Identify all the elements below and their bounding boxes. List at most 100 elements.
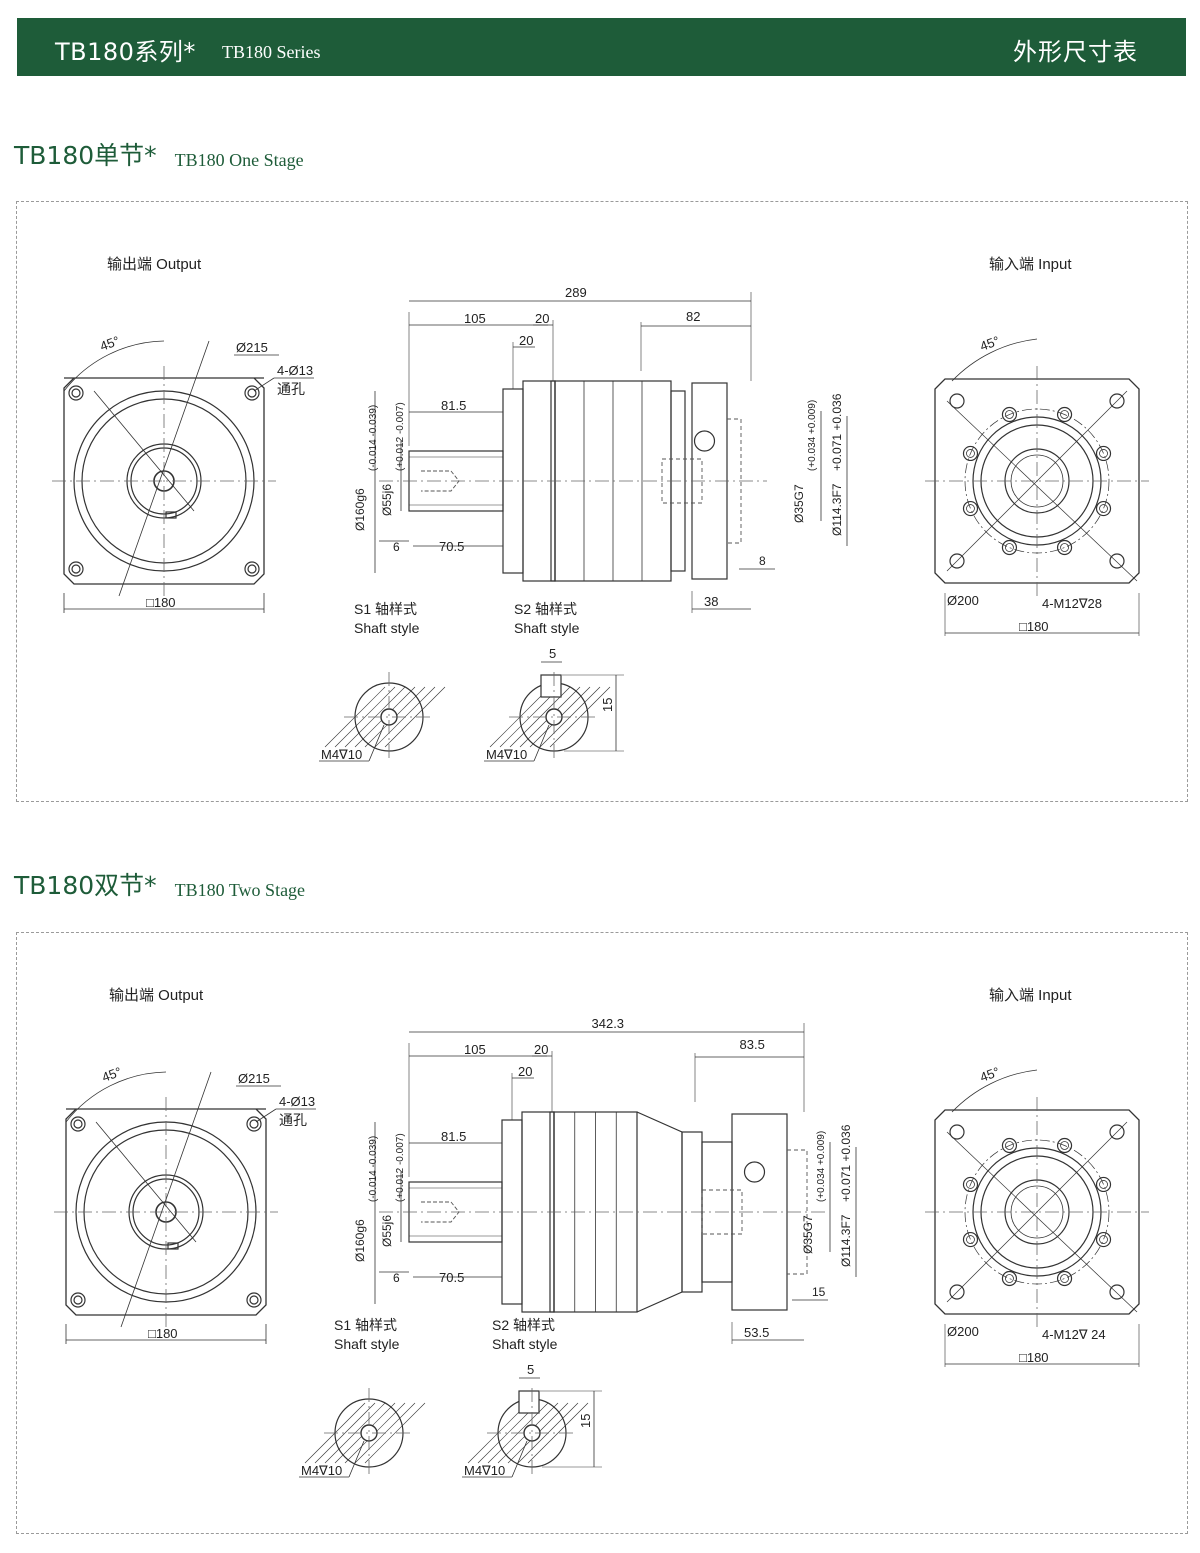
line: [255, 1108, 277, 1123]
tapped-hole: [1001, 539, 1018, 556]
dim-8: 15: [812, 1285, 826, 1299]
dim-105: 105: [464, 311, 486, 326]
line: [253, 377, 275, 392]
input-flange-square: [934, 1109, 1140, 1315]
line: [348, 1440, 365, 1478]
line: [334, 686, 396, 748]
tapped-hole-inner: [1099, 449, 1108, 458]
s2-title: S2 轴样式: [492, 1317, 555, 1333]
s2-key-height: 15: [600, 698, 615, 712]
outline-rect: [165, 511, 177, 519]
line: [364, 1402, 426, 1464]
angle-label: 45°: [100, 1064, 124, 1085]
dim-38: 53.5: [744, 1325, 769, 1340]
thread-label: 4-M12∇28: [1042, 596, 1102, 611]
input-end-label: 输入端 Input: [989, 256, 1072, 273]
mount-hole: [70, 1116, 86, 1132]
tapped-hole: [1095, 1231, 1112, 1248]
s2-tap-label: M4∇10: [486, 747, 527, 762]
tapped-hole-inner: [1005, 1274, 1014, 1283]
pcd-label: Ø215: [238, 1071, 270, 1086]
outline-rect: [167, 1242, 179, 1250]
mount-hole-inner: [249, 1295, 259, 1305]
dim-81-5: 81.5: [441, 398, 466, 413]
angle-arc: [951, 1069, 1038, 1113]
corner-hole: [949, 393, 965, 409]
mount-hole: [244, 561, 260, 577]
dim-dia55: Ø55j6: [380, 1215, 394, 1247]
corner-hole: [1109, 1124, 1125, 1140]
tapped-hole: [1095, 445, 1112, 462]
header-bar: TB180系列* TB180 Series 外形尺寸表: [17, 18, 1186, 76]
line: [314, 1402, 376, 1464]
mount-hole-inner: [73, 1295, 83, 1305]
dim-20a: 20: [534, 1042, 548, 1057]
s1-tap-label: M4∇10: [301, 1463, 342, 1478]
line: [549, 686, 611, 748]
s2-tap-label: M4∇10: [464, 1463, 505, 1478]
holes-label: 4-Ø13: [277, 363, 313, 378]
tapped-hole: [1056, 539, 1073, 556]
dim-dia35-tol: (+0.034 +0.009): [807, 400, 818, 471]
dim-dia35: Ø35G7: [801, 1215, 815, 1254]
mount-hole-inner: [73, 1119, 83, 1129]
tapped-hole: [1056, 406, 1073, 423]
output-end-label: 输出端 Output: [109, 987, 204, 1004]
line: [95, 1121, 197, 1243]
line: [384, 686, 446, 748]
section-title-en: TB180 One Stage: [174, 150, 304, 170]
mount-hole-inner: [71, 388, 81, 398]
tapped-hole-inner: [1005, 543, 1014, 552]
dim-6: 6: [393, 540, 400, 554]
tapped-hole-inner: [1099, 504, 1108, 513]
dim-dia55-tol: (+0.012 -0.007): [395, 1133, 406, 1202]
holes-label: 4-Ø13: [279, 1094, 315, 1109]
dim-dia160-tol: (-0.014 -0.039): [368, 1136, 379, 1202]
mount-hole-inner: [71, 564, 81, 574]
line: [511, 1440, 528, 1478]
dim-dia35-tol: (+0.034 +0.009): [816, 1131, 827, 1202]
tapped-hole: [1001, 1137, 1018, 1154]
angle-label: 45°: [978, 333, 1002, 354]
tapped-hole: [962, 500, 979, 517]
tapped-hole-inner: [966, 449, 975, 458]
tapped-hole: [1056, 1270, 1073, 1287]
dim-dia55-tol: (+0.012 -0.007): [395, 402, 406, 471]
angle-arc: [951, 338, 1038, 382]
mount-hole: [68, 385, 84, 401]
dim-dia114-tol: +0.071 +0.036: [830, 393, 844, 471]
line: [118, 340, 210, 597]
motor-pilot-hidden: [787, 1149, 808, 1275]
s2-subtitle: Shaft style: [492, 1336, 558, 1352]
line: [527, 1402, 589, 1464]
tapped-hole-inner: [1060, 410, 1069, 419]
thread-label: 4-M12∇ 24: [1042, 1327, 1106, 1342]
s2-key-height: 15: [578, 1414, 593, 1428]
corner-hole: [949, 1124, 965, 1140]
line: [120, 1071, 212, 1328]
tapped-hole: [962, 1231, 979, 1248]
square-input-label: □180: [1019, 1350, 1049, 1365]
section-title-cn: TB180单节*: [14, 141, 157, 170]
dim-81-5: 81.5: [441, 1129, 466, 1144]
tapped-hole-inner: [1060, 543, 1069, 552]
angle-label: 45°: [98, 333, 122, 354]
dim-20b: 20: [519, 333, 533, 348]
tapped-hole-inner: [966, 504, 975, 513]
section-title-two-stage: TB180双节*TB180 Two Stage: [14, 866, 305, 902]
pcd-input-label: Ø200: [947, 1324, 979, 1339]
dim-20b: 20: [518, 1064, 532, 1079]
dim-dia114-tol: +0.071 +0.036: [839, 1124, 853, 1202]
line: [533, 724, 550, 762]
tapped-hole-inner: [1099, 1235, 1108, 1244]
series-title-cn: TB180系列*: [55, 38, 196, 66]
tapped-hole: [1001, 406, 1018, 423]
tapped-hole-inner: [1060, 1141, 1069, 1150]
tapped-hole-inner: [1099, 1180, 1108, 1189]
corner-hole: [1109, 393, 1125, 409]
input-end-label: 输入端 Input: [989, 987, 1072, 1004]
series-title-en: TB180 Series: [222, 42, 321, 62]
